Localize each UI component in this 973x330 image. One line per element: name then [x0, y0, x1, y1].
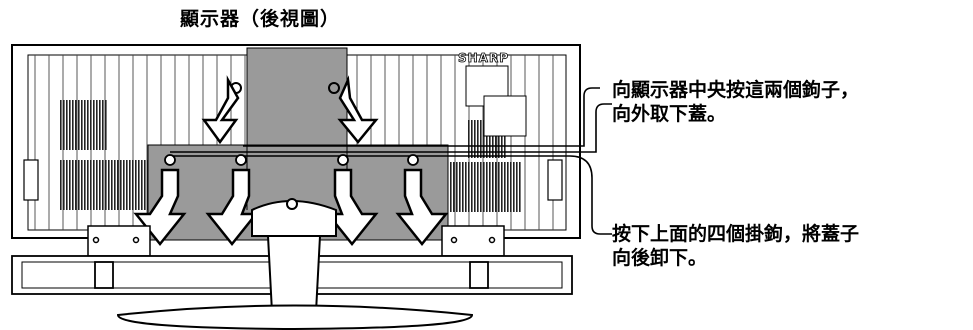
lower-arrows — [133, 168, 449, 247]
callout-press-center-hooks: 向顯示器中央按這兩個鉤子， 向外取下蓋。 — [612, 78, 859, 126]
brand-logo: SHARP — [458, 51, 509, 65]
stand-brackets — [87, 225, 505, 257]
diagram-title: 顯示器（後視圖） — [179, 8, 340, 30]
lower-hooks — [164, 154, 419, 166]
callout-leader-lines — [170, 87, 612, 235]
callout-press-four-latches: 按下上面的四個掛鉤，將蓋子 向後卸下。 — [612, 222, 859, 270]
callout-1-line-2: 向外取下蓋。 — [612, 103, 727, 125]
stand-foot — [116, 304, 474, 330]
callout-1-line-1: 向顯示器中央按這兩個鉤子， — [612, 79, 860, 101]
arrow-lower-3 — [325, 168, 379, 247]
arrow-lower-2 — [205, 168, 259, 247]
callout-2-line-1: 按下上面的四個掛鉤，將蓋子 — [612, 223, 860, 245]
arrow-upper-left — [201, 75, 240, 145]
arrow-lower-4 — [395, 168, 449, 247]
arrow-upper-right — [337, 75, 379, 144]
callout-2-line-2: 向後卸下。 — [612, 247, 708, 269]
upper-arrows — [201, 75, 379, 145]
stand-neck — [251, 198, 337, 313]
